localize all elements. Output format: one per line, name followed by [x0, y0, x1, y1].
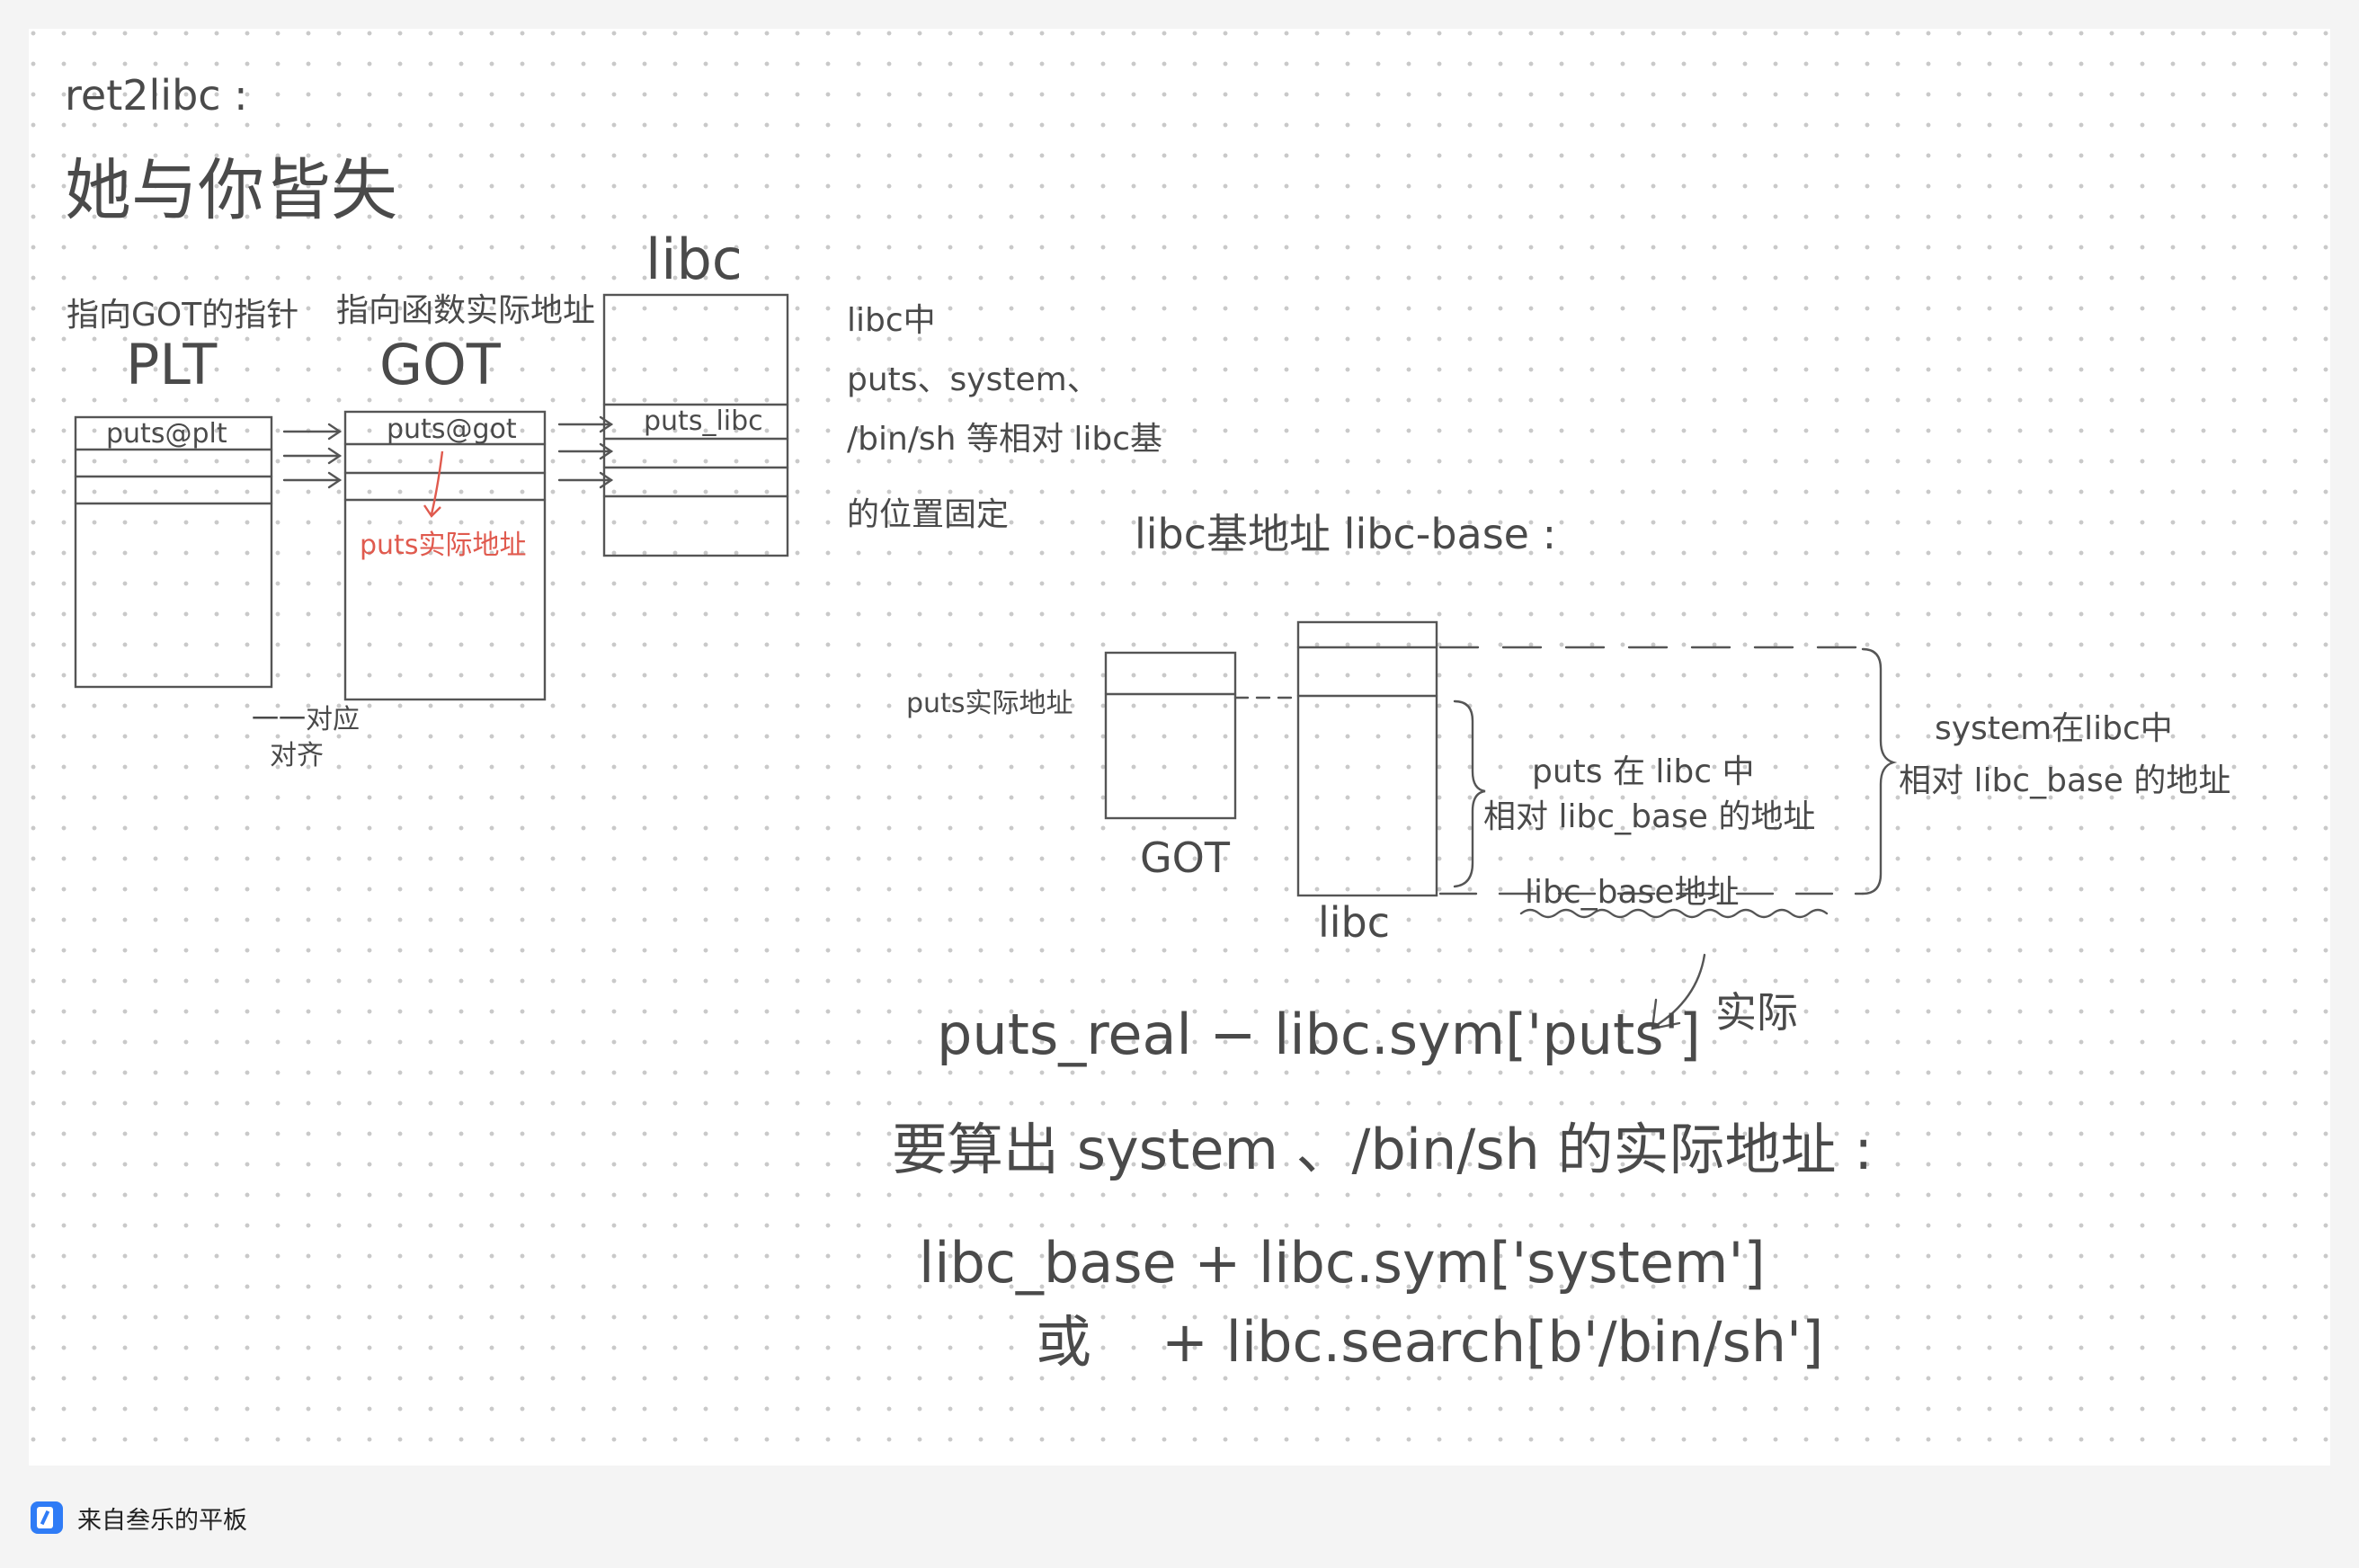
- got-label: GOT: [379, 332, 502, 397]
- got-table: [343, 410, 547, 701]
- correspondence-note-line1: 一一对应: [252, 704, 360, 735]
- memory-diagram: [1104, 620, 1898, 1030]
- plt-table: [74, 415, 273, 689]
- puts-real-address-label: puts实际地址: [906, 688, 1073, 719]
- libc-table: [602, 293, 789, 557]
- formula-or: 或: [1036, 1309, 1091, 1375]
- got-red-note: puts实际地址: [360, 530, 526, 561]
- plt-caption: 指向GOT的指针: [67, 297, 298, 334]
- libc-note-line3: /bin/sh 等相对 libc基: [847, 421, 1162, 458]
- note-canvas: ret2libc : 她与你皆失 指向GOT的指针 PLT puts@plt 指…: [65, 71, 2230, 1375]
- plt-entry: puts@plt: [106, 418, 227, 450]
- handwritten-note-page: ret2libc : 她与你皆失 指向GOT的指针 PLT puts@plt 指…: [29, 29, 2330, 1466]
- libc-note-line2: puts、system、: [847, 361, 1099, 398]
- libc-table-label: libc: [645, 227, 743, 292]
- formula-system: libc_base + libc.sym['system']: [919, 1230, 1766, 1296]
- puts-offset-note-line2: 相对 libc_base 的地址: [1483, 798, 1815, 835]
- plt-to-got-arrows: [282, 423, 343, 489]
- formula-goal: 要算出 system 、/bin/sh 的实际地址 :: [892, 1117, 1873, 1182]
- notes-app-icon: [31, 1501, 63, 1534]
- source-footer: 来自叁乐的平板: [31, 1496, 247, 1539]
- got-caption: 指向函数实际地址: [336, 292, 595, 329]
- source-text: 来自叁乐的平板: [77, 1506, 247, 1535]
- diagram-got-label: GOT: [1140, 833, 1231, 882]
- libc-base-heading: libc基地址 libc-base :: [1135, 510, 1556, 558]
- got-entry: puts@got: [387, 414, 517, 445]
- libc-base-address-label: libc_base地址: [1525, 874, 1739, 911]
- plt-label: PLT: [126, 332, 218, 397]
- got-red-arrowhead: [423, 504, 441, 518]
- correspondence-note-line2: 对齐: [270, 740, 324, 771]
- formula-libc-base: puts_real − libc.sym['puts']: [937, 1002, 1701, 1067]
- note-heading: ret2libc :: [65, 71, 248, 120]
- libc-table-entry: puts_libc: [644, 405, 763, 437]
- puts-offset-note-line1: puts 在 libc 中: [1532, 753, 1755, 790]
- libc-note-line1: libc中: [847, 302, 936, 339]
- system-offset-note-line1: system在libc中: [1935, 710, 2173, 747]
- formula-binsh: + libc.search[b'/bin/sh']: [1162, 1309, 1823, 1375]
- diagram-libc-label: libc: [1318, 898, 1390, 947]
- system-offset-note-line2: 相对 libc_base 的地址: [1899, 762, 2230, 799]
- formula-actual-note: 实际: [1715, 988, 1798, 1037]
- libc-note-line4: 的位置固定: [847, 496, 1009, 533]
- got-red-arrow: [430, 450, 444, 515]
- note-title: 她与你皆失: [65, 152, 397, 229]
